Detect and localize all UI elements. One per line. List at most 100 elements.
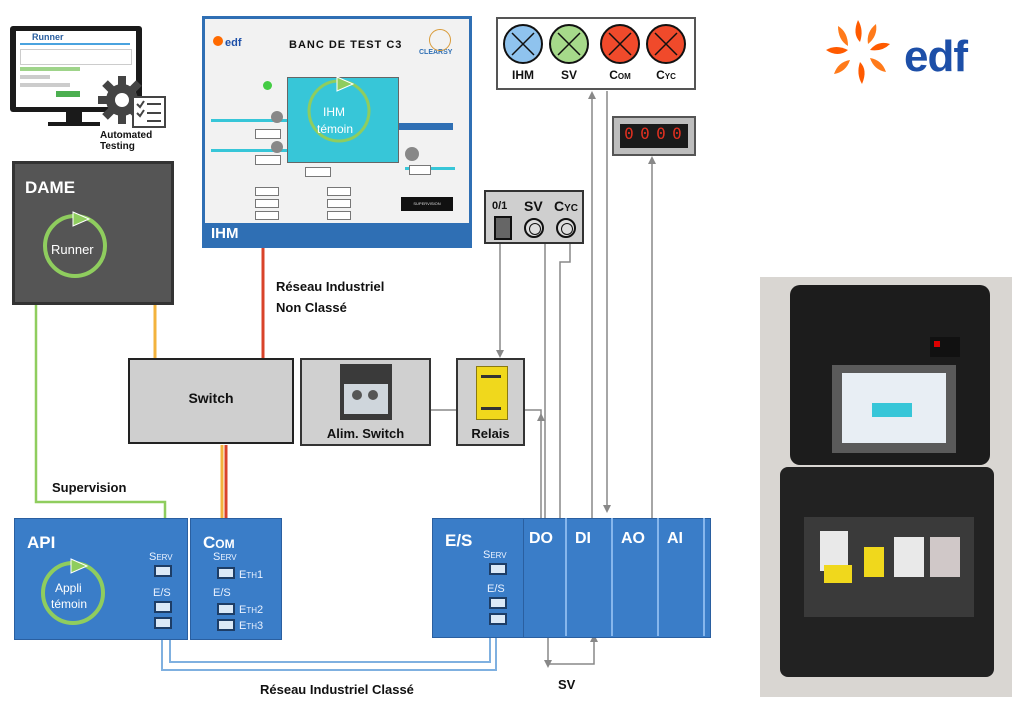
gear-icon	[98, 76, 146, 124]
runner-app-title: Runner	[32, 32, 64, 42]
ihm-cycle-icon	[307, 76, 371, 143]
counter-digit: 0	[624, 124, 634, 143]
cyc-do-wire	[559, 244, 571, 518]
alim-switch-box: Alim. Switch	[300, 358, 431, 446]
io-es-label: E/S	[487, 583, 505, 595]
sv-loop-wire	[547, 638, 595, 665]
api-serv-label: Serv	[149, 551, 173, 563]
case-screen	[832, 365, 956, 453]
alim-switch-label: Alim. Switch	[326, 426, 405, 441]
cyc-push-button[interactable]	[556, 218, 576, 238]
tank	[287, 77, 399, 163]
io-es-port-2[interactable]	[489, 613, 507, 625]
edf-logo-text: EDF	[904, 32, 968, 81]
led-cyc-indicator	[646, 24, 686, 64]
unclassified-network-label-2: Non Classé	[276, 300, 347, 315]
io-module-ao	[615, 518, 659, 636]
com-title: Com	[203, 533, 235, 552]
test-bench-photo	[760, 277, 1012, 697]
api-es-port-2[interactable]	[154, 617, 172, 629]
io-module-ai-label: AI	[667, 530, 683, 547]
api-title: API	[27, 533, 56, 552]
clearsy-logo: CLEARSY	[419, 49, 453, 56]
io-title: E/S	[445, 531, 473, 550]
appli-cycle-icon	[41, 558, 105, 625]
io-module-do	[523, 518, 567, 636]
switch-box: Switch	[128, 358, 294, 444]
automated-testing-icon: Runner Automated Testing	[8, 26, 188, 152]
relais-box: Relais	[456, 358, 525, 446]
io-module-ao-label: AO	[621, 530, 645, 547]
led-sv-indicator	[549, 24, 589, 64]
relais-do-wire	[525, 409, 542, 518]
ihm-edf-logo: EDF	[225, 37, 242, 49]
io-module-do-label: DO	[529, 530, 553, 547]
com-eth1-port[interactable]	[217, 567, 235, 579]
dame-title: DAME	[25, 178, 76, 197]
counter-digit: 0	[656, 124, 666, 143]
unclassified-network-label-1: Réseau Industriel	[276, 279, 385, 294]
supervision-label: Supervision	[52, 480, 127, 495]
control-panel: 0/1 SV Cyc	[484, 190, 584, 244]
sv-button-label: SV	[524, 198, 543, 214]
power-supply-image	[340, 364, 392, 420]
api-panel: API Appli témoin Serv E/S	[14, 518, 188, 640]
com-es-label: E/S	[213, 587, 231, 599]
dame-panel: DAME Runner	[12, 161, 174, 305]
led-com-label: Com	[609, 68, 631, 82]
io-module-di-label: DI	[575, 530, 591, 547]
relay-image	[476, 366, 508, 420]
com-eth3-port[interactable]	[217, 619, 235, 631]
relais-label: Relais	[471, 426, 510, 441]
toggle-label: 0/1	[492, 200, 508, 212]
counter-digit: 0	[672, 124, 682, 143]
ihm-screen-title: BANC DE TEST C3	[289, 39, 403, 51]
com-panel: Com Serv Eth1 E/S Eth2 Eth3	[190, 518, 282, 640]
counter-digit: 0	[640, 124, 650, 143]
ihm-screen: EDF BANC DE TEST C3 CLEARSY IHM témoin S…	[202, 16, 472, 248]
cyc-button-label: Cyc	[554, 198, 579, 214]
ihm-panel-label: IHM	[211, 225, 239, 242]
case-interior	[804, 517, 974, 617]
classified-network-wire-1	[161, 628, 497, 671]
com-eth2-port[interactable]	[217, 603, 235, 615]
sv-push-button[interactable]	[524, 218, 544, 238]
edf-sun-icon	[826, 20, 890, 84]
ihm-temoin-line1: IHM	[323, 105, 345, 119]
sv-loop-label: SV	[558, 677, 576, 692]
led-com-indicator	[600, 24, 640, 64]
io-es-port-1[interactable]	[489, 597, 507, 609]
case-badge	[930, 337, 960, 357]
com-serv-label: Serv	[213, 551, 237, 563]
dame-runner-label: Runner	[51, 242, 94, 257]
api-es-port-1[interactable]	[154, 601, 172, 613]
led-cyc-label: Cyc	[656, 68, 676, 82]
automated-testing-caption: Automated Testing	[100, 130, 153, 152]
counter-display	[612, 116, 696, 156]
checklist-icon	[132, 96, 166, 128]
supervision-button[interactable]: SUPERVISION	[401, 197, 453, 211]
edf-logo: EDF	[818, 14, 1018, 94]
appli-temoin-line1: Appli	[55, 581, 82, 595]
runner-cycle-icon	[43, 211, 107, 278]
com-eth2-label: Eth2	[239, 604, 264, 616]
api-es-label: E/S	[153, 587, 171, 599]
ihm-temoin-line2: témoin	[317, 122, 354, 136]
classified-network-label: Réseau Industriel Classé	[260, 682, 414, 697]
switch-label: Switch	[188, 390, 234, 406]
io-serv-port[interactable]	[489, 563, 507, 575]
led-sv-label: SV	[560, 68, 577, 82]
io-module-di	[569, 518, 613, 636]
com-eth1-label: Eth1	[239, 569, 264, 581]
io-serv-label: Serv	[483, 549, 507, 561]
ihm-panel-footer: IHM	[205, 223, 469, 245]
io-modules-rack	[523, 518, 711, 638]
led-ihm-indicator	[503, 24, 543, 64]
classified-network-wire-2	[169, 628, 491, 663]
api-serv-port[interactable]	[154, 565, 172, 577]
io-module-ai	[661, 518, 705, 636]
toggle-switch[interactable]	[494, 216, 512, 240]
led-ihm-label: IHM	[512, 68, 534, 82]
io-panel: E/S Serv E/S	[432, 518, 524, 638]
